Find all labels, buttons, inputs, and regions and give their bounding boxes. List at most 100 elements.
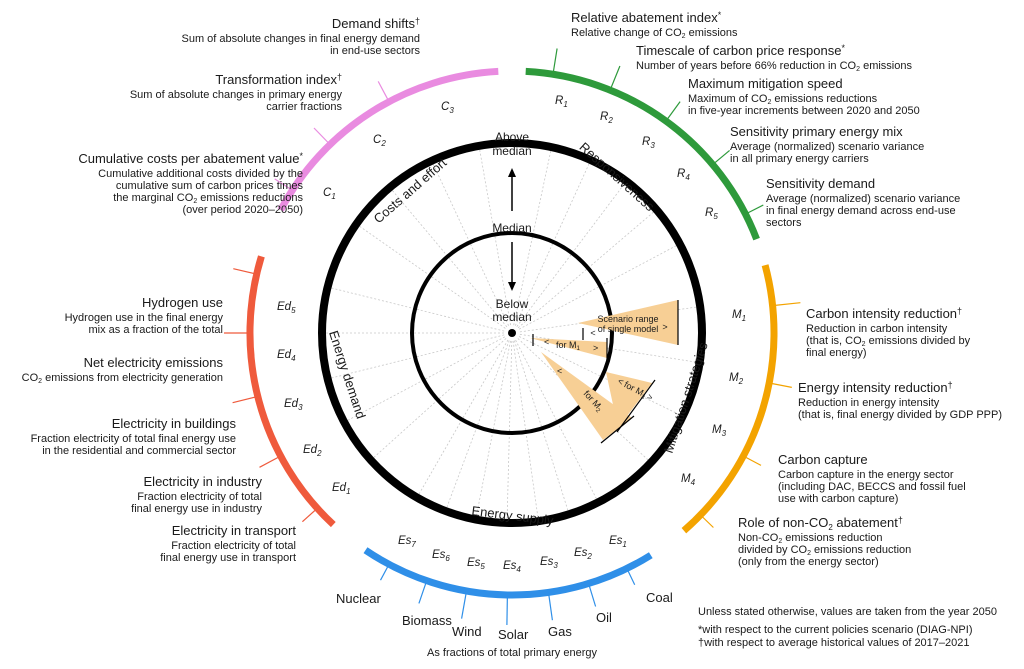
code-m4: M4 (681, 473, 696, 487)
demand-shifts-desc-2: in end-use sectors (330, 45, 420, 57)
nonco2-desc-1: Non-CO2 emissions reduction (738, 532, 883, 545)
connector-ticks (224, 48, 801, 626)
elec-buildings-title: Electricity in buildings (112, 416, 237, 431)
carbon-capture-desc-3: use with carbon capture) (778, 493, 898, 505)
band-m3 (606, 372, 652, 428)
responsiveness-labels: Relative abatement index* Relative chang… (571, 10, 960, 229)
section-responsiveness: Responsiveness (577, 139, 658, 214)
code-ed2: Ed2 (303, 444, 322, 458)
connector-tick (506, 594, 508, 626)
connector-tick (769, 382, 792, 388)
connector-tick (609, 65, 621, 91)
code-es2: Es2 (574, 547, 592, 561)
grid-line (331, 334, 505, 379)
indicator-codes: C3 C2 C1 R1 R2 R3 R4 R5 M1 M2 M3 M4 Es1 … (277, 95, 746, 574)
note-1: Unless stated otherwise, values are take… (698, 606, 997, 618)
cumulative-costs-desc-3: the marginal CO2 emissions reductions (113, 192, 303, 205)
below-label-1: Below (496, 297, 529, 311)
grid-line (516, 184, 625, 327)
nonco2-title: Role of non-CO2 abatement† (738, 515, 903, 532)
code-r5: R5 (705, 207, 718, 221)
grid-line (519, 336, 680, 415)
cumulative-costs-desc-1: Cumulative additional costs divided by t… (98, 168, 303, 180)
connector-tick (377, 81, 390, 102)
elec-industry-desc-2: final energy use in industry (131, 503, 262, 515)
grid-line (331, 287, 505, 332)
note-3: †with respect to average historical valu… (698, 637, 970, 649)
connector-tick (461, 590, 468, 619)
band-m1-label: for M1 (556, 340, 581, 352)
timescale-title: Timescale of carbon price response* (636, 43, 845, 58)
band-single-model-label-2: of single model (598, 324, 659, 334)
median-axis: Above median Median Below median (492, 130, 531, 324)
code-es3: Es3 (540, 556, 558, 570)
connector-tick (626, 568, 636, 585)
code-ed1: Ed1 (332, 482, 351, 496)
grid-line (446, 340, 510, 508)
timescale-desc: Number of years before 66% reduction in … (636, 60, 912, 73)
band-single-model-label-1: Scenario range (597, 314, 658, 324)
connector-tick (547, 592, 553, 621)
energy-intensity-desc-1: Reduction in energy intensity (798, 397, 940, 409)
carbon-capture-title: Carbon capture (778, 452, 868, 467)
carrier-coal: Coal (646, 590, 673, 605)
supply-caption: As fractions of total primary energy (427, 647, 597, 659)
footnotes: Unless stated otherwise, values are take… (698, 606, 997, 649)
carrier-gas: Gas (548, 624, 572, 639)
grid-line (512, 340, 539, 518)
grid-line (518, 245, 677, 330)
sens-demand-desc-3: sectors (766, 217, 802, 229)
connector-tick (772, 302, 801, 307)
connector-tick (313, 127, 331, 145)
center-point (508, 329, 516, 337)
hydrogen-desc-2: mix as a fraction of the total (88, 324, 223, 336)
section-demand: Energy demand (326, 329, 369, 421)
grid-line (347, 336, 506, 421)
net-elec-title: Net electricity emissions (84, 355, 224, 370)
connector-tick (233, 268, 257, 275)
above-label-1: Above (495, 130, 529, 144)
scenario-bands: Scenario range of single model < > < for… (530, 300, 679, 444)
carrier-solar: Solar (498, 627, 529, 642)
median-circle (410, 231, 614, 435)
demand-arc (246, 255, 336, 528)
costs-arc (277, 67, 499, 212)
connector-tick (552, 48, 558, 75)
grid-line (359, 225, 506, 329)
elec-buildings-desc-2: in the residential and commercial sector (42, 445, 236, 457)
above-median-ring (318, 139, 706, 527)
cumulative-costs-title: Cumulative costs per abatement value* (78, 151, 303, 166)
code-ed3: Ed3 (284, 398, 303, 412)
nonco2-desc-2: divided by CO2 emissions reduction (738, 544, 911, 557)
sens-demand-desc-1: Average (normalized) scenario variance (766, 193, 960, 205)
band-m1-gt: > (593, 343, 598, 353)
connector-tick (379, 564, 390, 581)
max-speed-title: Maximum mitigation speed (688, 76, 843, 91)
supply-arc (363, 547, 653, 599)
connector-tick (665, 101, 681, 122)
above-label-2: median (492, 144, 531, 158)
below-label-2: median (492, 310, 531, 324)
grid-line (519, 333, 696, 363)
connector-tick (712, 149, 730, 166)
connector-tick (259, 455, 281, 468)
elec-transport-desc-1: Fraction electricity of total (171, 540, 296, 552)
max-speed-desc-2: in five-year increments between 2020 and… (688, 105, 920, 117)
carbon-intensity-desc-2: (that is, CO2 emissions divided by (806, 335, 971, 348)
transformation-desc-2: carrier fractions (266, 101, 342, 113)
code-c3: C3 (441, 101, 454, 115)
connector-tick (274, 178, 293, 191)
net-elec-desc: CO2 emissions from electricity generatio… (22, 372, 223, 385)
carrier-oil: Oil (596, 610, 612, 625)
connector-tick (745, 204, 764, 215)
nonco2-desc-3: (only from the energy sector) (738, 556, 879, 568)
code-m1: M1 (732, 309, 746, 323)
carbon-intensity-desc-1: Reduction in carbon intensity (806, 323, 948, 335)
grid-line (515, 339, 597, 499)
code-r1: R1 (555, 95, 568, 109)
energy-intensity-desc-2: (that is, final energy divided by GDP PP… (798, 409, 1002, 421)
carrier-nuclear: Nuclear (336, 591, 381, 606)
sens-primary-title: Sensitivity primary energy mix (730, 124, 903, 139)
carbon-intensity-desc-3: final energy) (806, 347, 867, 359)
